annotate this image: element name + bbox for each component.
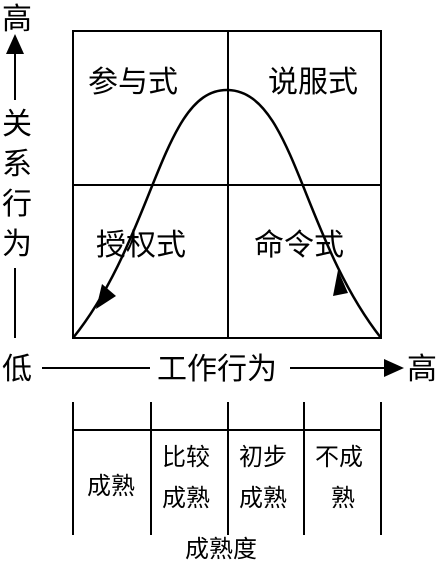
y-axis-label-char-1: 关 xyxy=(2,107,32,142)
maturity-cell-4-line-2: 熟 xyxy=(331,484,355,512)
maturity-cell-1-line-1: 成熟 xyxy=(87,472,135,500)
y-axis-high-label: 高 xyxy=(2,2,32,37)
x-axis-label: 工作行为 xyxy=(157,352,277,387)
maturity-cell-3-line-2: 成熟 xyxy=(239,484,287,512)
y-axis-label-char-2: 系 xyxy=(2,147,32,182)
y-axis-label-char-3: 行 xyxy=(2,187,32,222)
quadrant-top-left-label: 参与式 xyxy=(88,65,178,100)
quadrant-top-right-label: 说服式 xyxy=(268,65,358,100)
x-axis-low-label: 低 xyxy=(2,352,32,387)
quadrant-bottom-left-label: 授权式 xyxy=(96,228,186,263)
curve-arrow-right-icon xyxy=(333,270,348,296)
maturity-cell-2-line-1: 比较 xyxy=(162,443,210,471)
x-axis-arrow-icon xyxy=(384,359,404,377)
curve-arrow-left-icon xyxy=(96,284,116,309)
y-axis-arrow-icon xyxy=(6,34,24,54)
x-axis-high-label: 高 xyxy=(407,352,437,387)
maturity-cell-3-line-1: 初步 xyxy=(239,443,287,471)
quadrant-bottom-right-label: 命令式 xyxy=(254,228,344,263)
y-axis-label-char-4: 为 xyxy=(2,227,32,262)
leadership-curve xyxy=(72,88,382,339)
maturity-cell-4-line-1: 不成 xyxy=(315,443,363,471)
maturity-cell-2-line-2: 成熟 xyxy=(162,484,210,512)
maturity-title: 成熟度 xyxy=(185,535,257,563)
